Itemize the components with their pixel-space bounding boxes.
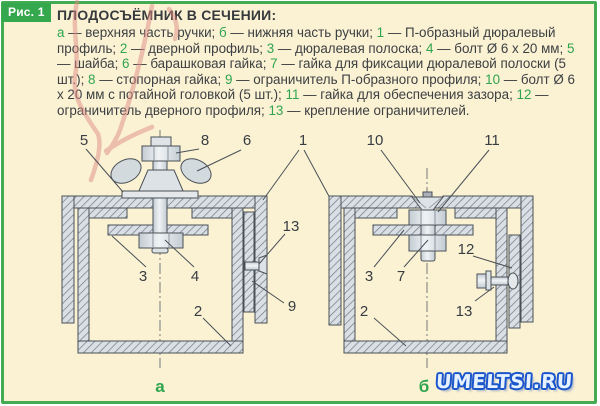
legend-key: 5 [566,40,575,56]
legend-key: 2 [119,40,128,56]
legend-key: 6 [122,56,130,72]
legend-key: 12 [516,87,532,103]
legend-key: 4 [425,40,434,56]
legend-key: 11 [285,87,300,103]
legend-key: 9 [224,71,233,87]
watermark-umeltsi: UMELTSI.RU [435,371,575,393]
legend-key: б [219,25,227,40]
legend-key: 7 [270,56,278,72]
legend-key: 8 [88,71,96,87]
legend-key: 1 [376,25,385,40]
caption-block: ПЛОДОСЪЁМНИК В СЕЧЕНИИ: а — верхняя част… [57,7,585,119]
figure-title: ПЛОДОСЪЁМНИК В СЕЧЕНИИ: [57,7,277,23]
legend-key: 13 [268,102,284,118]
legend-key: а [57,25,65,40]
legend-text: а — верхняя часть ручки; б — нижняя част… [57,25,575,118]
figure-number-badge: Рис. 1 [2,3,51,22]
legend-key: 10 [485,71,501,87]
legend-key: 3 [266,40,275,56]
